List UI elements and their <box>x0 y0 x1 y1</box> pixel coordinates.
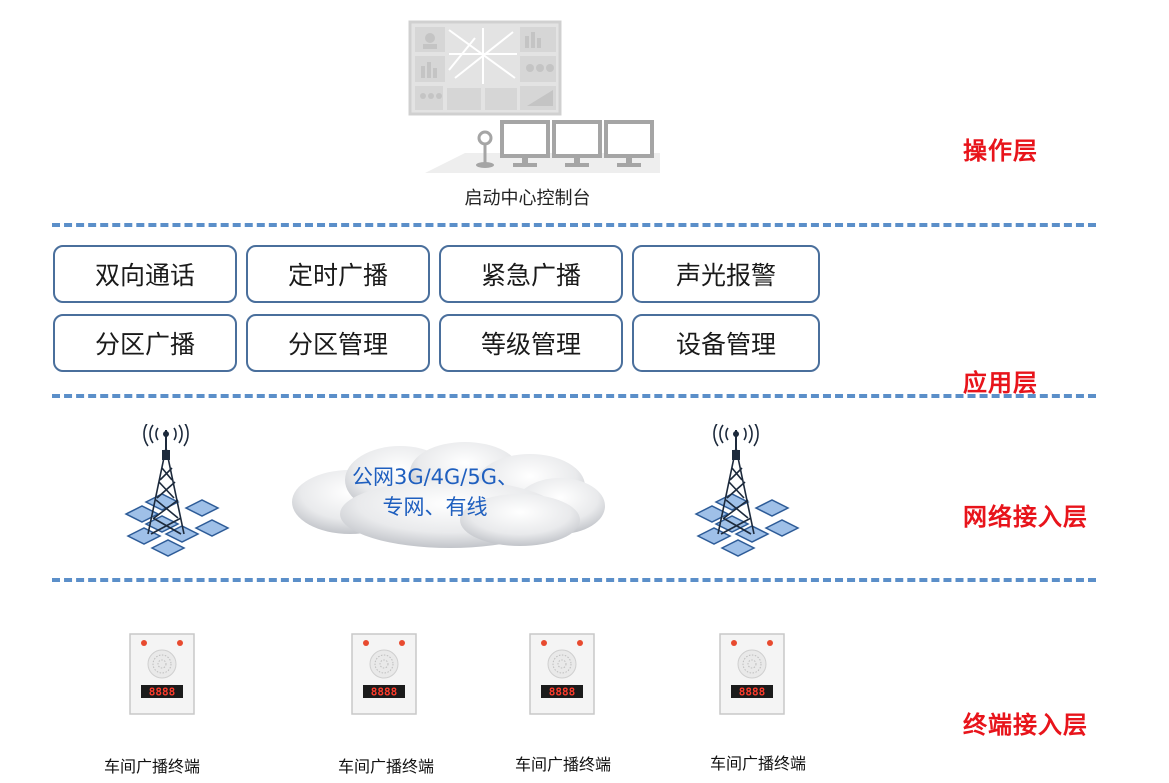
broadcast-terminal-device: 8888 <box>129 633 195 715</box>
separator-3 <box>52 578 1096 582</box>
function-box-device-management: 设备管理 <box>632 314 820 372</box>
control-center-illustration <box>408 20 660 173</box>
terminal-display-text: 8888 <box>549 686 576 699</box>
terminal-label: 车间广播终端 <box>515 755 612 774</box>
terminal-display-text: 8888 <box>739 686 766 699</box>
terminal-label: 车间广播终端 <box>104 757 201 776</box>
function-box-two-way-call: 双向通话 <box>53 245 237 303</box>
broadcast-terminal-device: 8888 <box>529 633 595 715</box>
terminal-display-text: 8888 <box>371 686 398 699</box>
broadcast-terminal-device: 8888 <box>719 633 785 715</box>
operation-layer-title: 操作层 <box>963 137 1038 165</box>
function-box-level-management: 等级管理 <box>439 314 623 372</box>
broadcast-terminal-device: 8888 <box>351 633 417 715</box>
terminal-display-text: 8888 <box>149 686 176 699</box>
function-box-audible-visual-alarm: 声光报警 <box>632 245 820 303</box>
cloud-text-line-1: 公网3G/4G/5G、 <box>351 465 519 489</box>
network-cloud-text: 公网3G/4G/5G、 专网、有线 <box>330 462 540 522</box>
application-layer-title: 应用层 <box>963 369 1038 397</box>
terminal-label: 车间广播终端 <box>338 757 435 776</box>
network-layer-title: 网络接入层 <box>963 503 1088 531</box>
function-box-zone-broadcast: 分区广播 <box>53 314 237 372</box>
function-box-zone-management: 分区管理 <box>246 314 430 372</box>
separator-2 <box>52 394 1096 398</box>
terminal-label: 车间广播终端 <box>710 754 807 773</box>
function-box-emergency-broadcast: 紧急广播 <box>439 245 623 303</box>
function-box-timed-broadcast: 定时广播 <box>246 245 430 303</box>
terminal-layer-title: 终端接入层 <box>963 711 1088 739</box>
cell-tower-icon <box>694 424 800 557</box>
cloud-text-line-2: 专网、有线 <box>382 495 488 519</box>
control-center-label: 启动中心控制台 <box>464 188 591 209</box>
separator-1 <box>52 223 1096 227</box>
cell-tower-icon <box>124 424 230 557</box>
network-cloud-icon <box>292 442 605 548</box>
